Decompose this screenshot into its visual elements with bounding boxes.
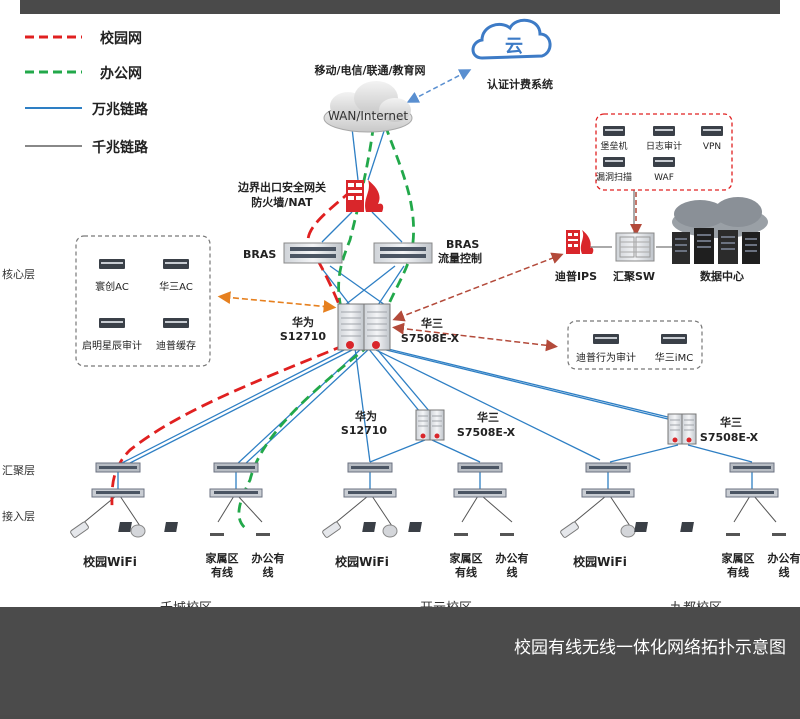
wifi-label: 校园WiFi [83, 554, 137, 569]
campus2-chassis [416, 410, 444, 440]
left-group-device-icon [163, 259, 189, 269]
bras-left-device [284, 243, 342, 263]
agg-sw-label: 汇聚SW [613, 270, 655, 283]
security-device-icon [603, 126, 625, 136]
right-group-device-icon [661, 334, 687, 344]
legend-label-campus: 校园网 [100, 30, 142, 47]
core-chassis-right [364, 304, 390, 350]
office-wired-label-line2: 线 [263, 565, 274, 579]
left-group-device-label: 启明星辰审计 [82, 339, 142, 352]
family-wired-label-line2: 有线 [727, 565, 749, 579]
security-device-icon [603, 157, 625, 167]
aggregation-switch [96, 463, 140, 472]
aggregation-switch [214, 463, 258, 472]
left-group-device-icon [99, 259, 125, 269]
left-group-device-icon [99, 318, 125, 328]
left-group-device-label: 寰创AC [95, 280, 129, 293]
security-device-icon [701, 126, 723, 136]
aggregation-switch [458, 463, 502, 472]
caption-bar: 校园有线无线一体化网络拓扑示意图 [0, 607, 800, 715]
office-wired-label-line2: 线 [779, 565, 790, 579]
access-switch [344, 489, 396, 497]
left-group-device-label: 华三AC [159, 280, 193, 293]
campus2-left-label-line1: 华为 [355, 409, 377, 423]
office-wired-label-line1: 办公有 [768, 551, 800, 565]
campus3-label-line2: S7508E-X [700, 431, 759, 444]
aggregation-switch [730, 463, 774, 472]
right-group-device-icon [593, 334, 619, 344]
caption-text: 校园有线无线一体化网络拓扑示意图 [514, 633, 786, 658]
office-wired-label-line2: 线 [507, 565, 518, 579]
left-group-device-label: 迪普缓存 [156, 339, 196, 352]
core-right-label-line1: 华三 [421, 316, 443, 330]
campus3-chassis [668, 414, 696, 444]
office-wired-label-line1: 办公有 [496, 551, 529, 565]
family-wired-label-line1: 家属区 [722, 551, 755, 565]
security-device-icon [653, 126, 675, 136]
aggregation-switch [586, 463, 630, 472]
wifi-label: 校园WiFi [573, 554, 627, 569]
family-wired-label-line1: 家属区 [206, 551, 239, 565]
bras-right-label-line1: BRAS [446, 238, 479, 251]
legend-label-1g: 千兆链路 [92, 139, 149, 156]
security-device-label: 漏洞扫描 [596, 171, 632, 183]
access-switch [92, 489, 144, 497]
security-device-icon [653, 157, 675, 167]
core-left-label-line1: 华为 [292, 315, 314, 329]
campus3-label-line1: 华三 [720, 415, 742, 429]
security-device-label: WAF [654, 173, 674, 183]
access-switch [582, 489, 634, 497]
right-group-device-label: 迪普行为审计 [576, 351, 636, 364]
right-group-device-label: 华三iMC [655, 351, 693, 364]
bras-right-label-line2: 流量控制 [438, 251, 482, 265]
access-switch [454, 489, 506, 497]
campus2-left-label-line2: S12710 [341, 424, 388, 437]
family-wired-label-line2: 有线 [211, 565, 233, 579]
ips-label: 迪普IPS [555, 269, 597, 283]
security-device-label: 日志审计 [646, 140, 682, 152]
isp-label: 移动/电信/联通/教育网 [314, 63, 425, 77]
campus2-right-label-line1: 华三 [477, 410, 499, 424]
layer-core-label: 核心层 [2, 267, 35, 281]
layer-access-label: 接入层 [2, 510, 35, 523]
family-wired-label-line2: 有线 [455, 565, 477, 579]
auth-label: 认证计费系统 [487, 77, 553, 91]
office-wired-label-line1: 办公有 [252, 551, 285, 565]
svg-text:云: 云 [505, 36, 523, 57]
security-device-label: VPN [703, 142, 721, 152]
agg-sw-icon [616, 233, 654, 261]
layer-aggregation-label: 汇聚层 [2, 464, 35, 477]
core-left-label-line2: S12710 [280, 330, 327, 343]
bras-right-device [374, 243, 432, 263]
core-chassis-left [338, 304, 364, 350]
bras-left-label: BRAS [243, 248, 276, 261]
campus2-right-label-line2: S7508E-X [457, 426, 516, 439]
datacenter-icon [672, 197, 768, 264]
access-switch [726, 489, 778, 497]
wifi-label: 校园WiFi [335, 554, 389, 569]
legend-label-10g: 万兆链路 [91, 101, 149, 118]
family-wired-label-line1: 家属区 [450, 551, 483, 565]
security-device-label: 堡垒机 [600, 140, 627, 152]
firewall-label-line2: 防火墙/NAT [251, 195, 313, 209]
datacenter-label: 数据中心 [700, 269, 744, 283]
legend-label-office: 办公网 [100, 65, 142, 82]
left-group-device-icon [163, 318, 189, 328]
wan-cloud-label: WAN/Internet [328, 109, 408, 123]
access-switch [210, 489, 262, 497]
aggregation-switch [348, 463, 392, 472]
core-right-label-line2: S7508E-X [401, 332, 460, 345]
firewall-label-line1: 边界出口安全网关 [237, 180, 326, 194]
